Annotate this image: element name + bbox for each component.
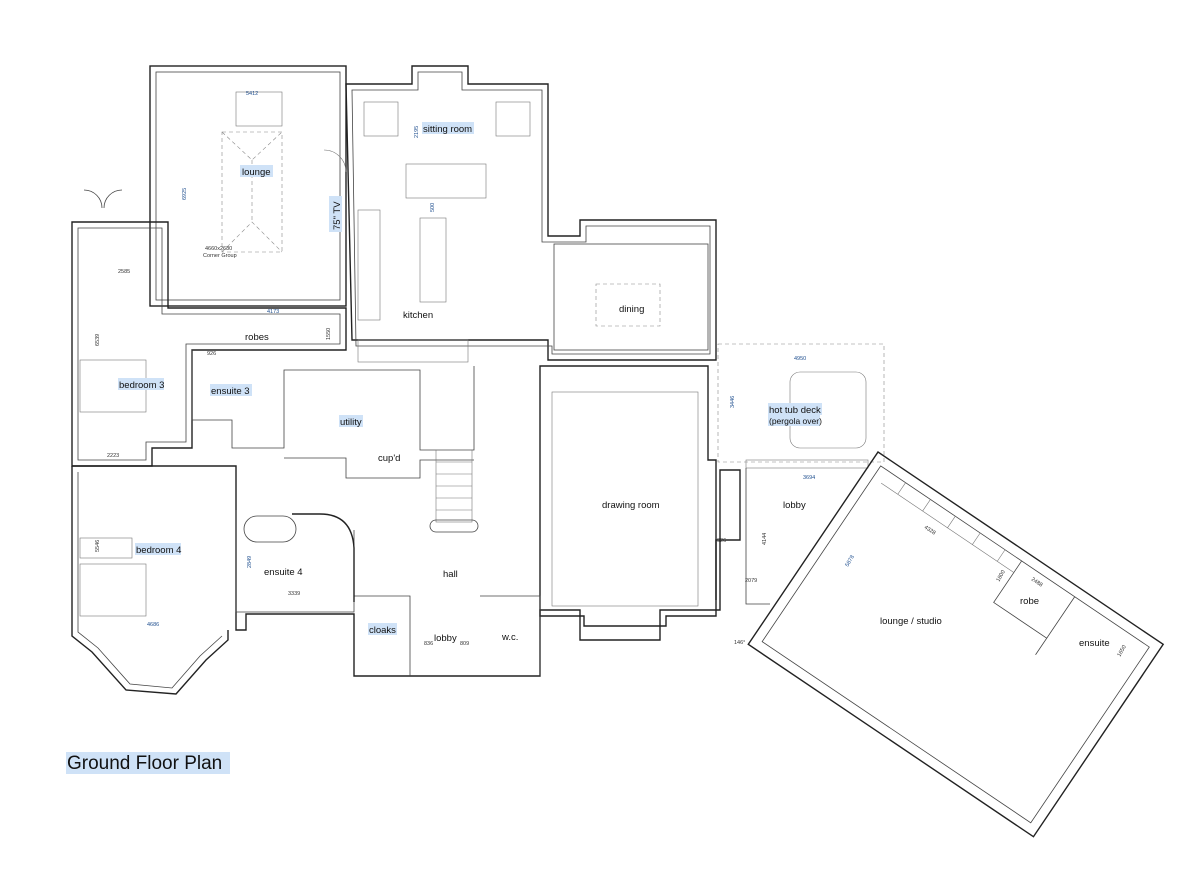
dim-label: 500	[430, 203, 436, 212]
tv-label: 75" TV	[332, 201, 343, 230]
room-label-hall: hall	[443, 569, 458, 580]
room-label-dining: dining	[619, 304, 644, 315]
room-labels: lounge sitting room 75" TV kitchen dinin…	[118, 122, 1110, 649]
dim-label: 926	[717, 538, 726, 544]
dim-label: 4950	[794, 356, 806, 362]
room-label-lounge-studio: lounge / studio	[880, 616, 942, 627]
room-label-lobby-front: lobby	[434, 633, 457, 644]
dim-label: 809	[460, 641, 469, 647]
room-label-cupd: cup'd	[378, 453, 400, 464]
room-label-robes: robes	[245, 332, 269, 343]
dim-label: 3694	[803, 475, 815, 481]
furniture-size: 4660x2680	[205, 246, 232, 252]
room-label-lobby-side: lobby	[783, 500, 806, 511]
dim-label: 2488	[1030, 577, 1044, 589]
page-title: Ground Floor Plan	[67, 753, 222, 774]
furniture-name: Corner Group	[203, 253, 237, 259]
dim-label: 146°	[734, 640, 745, 646]
dim-label: 6925	[182, 188, 188, 200]
dim-label: 1800	[996, 569, 1007, 583]
dim-label: 3446	[730, 396, 736, 408]
dim-label: 4173	[267, 309, 279, 315]
dim-label: 2585	[118, 269, 130, 275]
dim-label: 6539	[95, 334, 101, 346]
dim-label: 2079	[745, 578, 757, 584]
dim-label: 5412	[246, 91, 258, 97]
room-label-cloaks: cloaks	[369, 625, 396, 636]
room-label-bedroom-3: bedroom 3	[119, 380, 164, 391]
room-label-robe: robe	[1020, 596, 1039, 607]
dim-label: 1550	[326, 328, 332, 340]
dim-label: 2195	[414, 126, 420, 138]
dim-label: 4328	[923, 525, 937, 537]
dim-label: 926	[207, 351, 216, 357]
dim-label: 2849	[247, 556, 253, 568]
room-label-ensuite: ensuite	[1079, 638, 1110, 649]
room-label-bedroom-4: bedroom 4	[136, 545, 181, 556]
room-label-kitchen: kitchen	[403, 310, 433, 321]
dim-label: 5546	[95, 540, 101, 552]
walls	[71, 65, 1165, 838]
dim-label: 836	[424, 641, 433, 647]
room-label-utility: utility	[340, 417, 362, 428]
staircase	[429, 449, 479, 533]
dim-label: 1650	[1117, 644, 1128, 658]
dim-label: 2223	[107, 453, 119, 459]
room-label-ensuite-3: ensuite 3	[211, 386, 250, 397]
dimension-labels: 5412 6925 2195 500 2585 6539 4173 1550 9…	[95, 91, 1128, 658]
room-label-pergola: (pergola over)	[769, 416, 822, 426]
room-label-ensuite-4: ensuite 4	[264, 567, 303, 578]
dim-label: 3339	[288, 591, 300, 597]
room-label-hot-tub-deck: hot tub deck	[769, 405, 821, 416]
room-label-lounge: lounge	[242, 167, 271, 178]
title-highlight	[66, 752, 230, 774]
studio-walls	[747, 451, 1165, 838]
dim-label: 5878	[845, 554, 856, 568]
room-label-drawing-room: drawing room	[602, 500, 660, 511]
dim-label: 4686	[147, 622, 159, 628]
dim-label: 4144	[762, 533, 768, 545]
room-label-wc: w.c.	[501, 632, 518, 643]
room-label-sitting-room: sitting room	[423, 124, 472, 135]
